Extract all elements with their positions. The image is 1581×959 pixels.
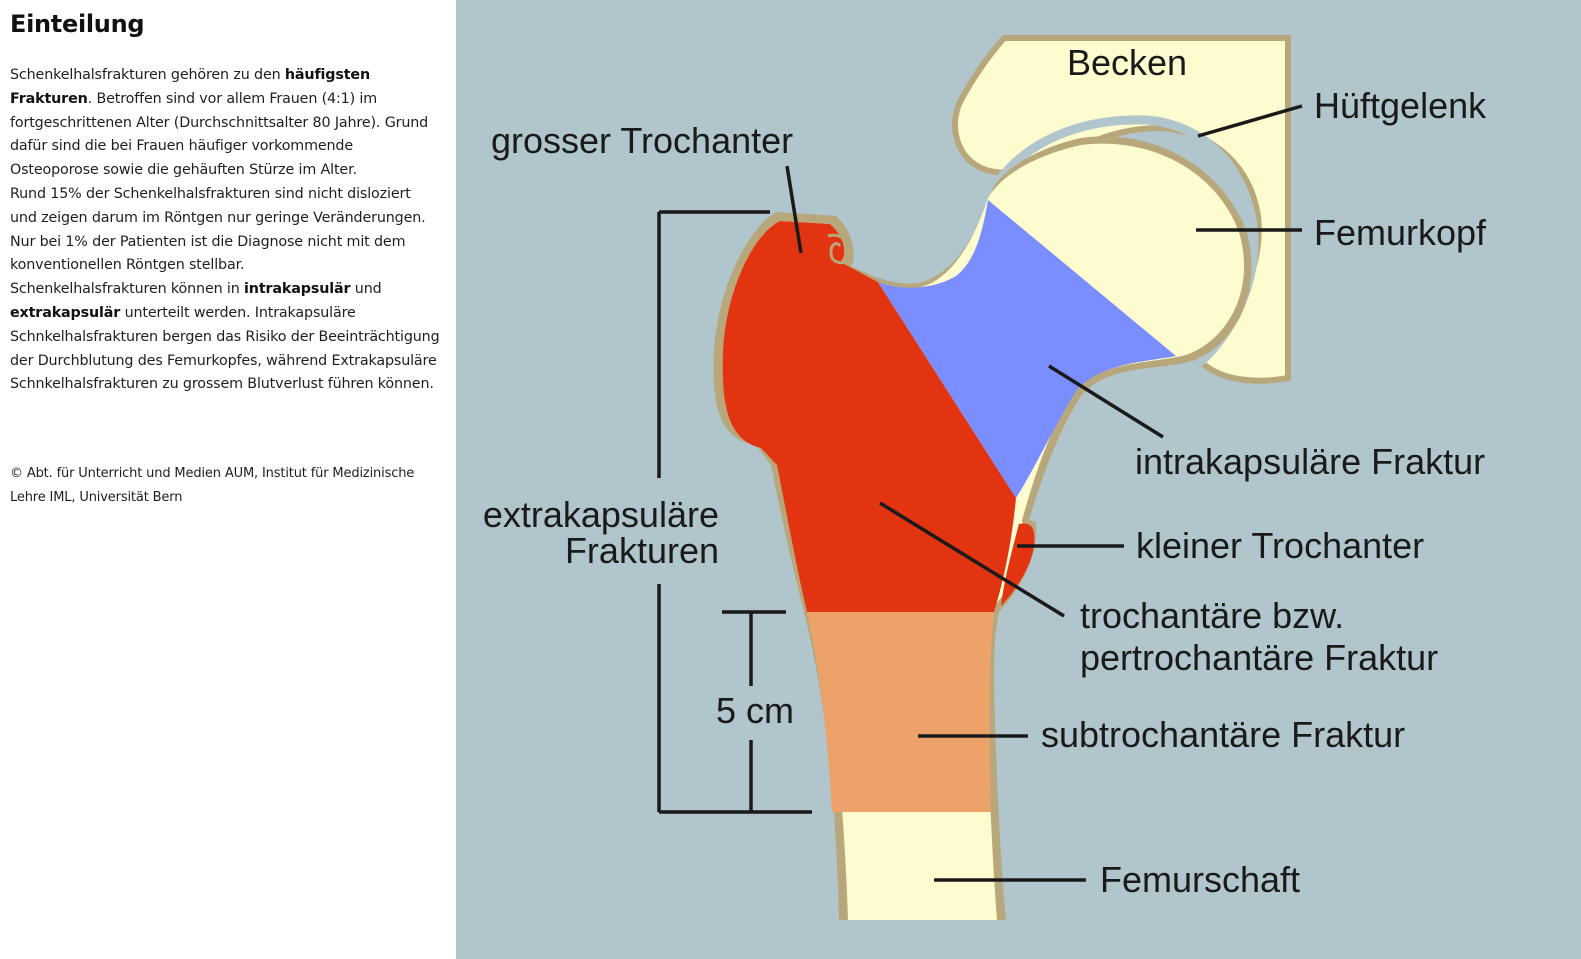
label-intrakapsulaere-fraktur: intrakapsuläre Fraktur: [1135, 441, 1485, 482]
subtrochanteric-fracture-zone: [807, 612, 994, 812]
copyright-notice: © Abt. für Unterricht und Medien AUM, In…: [10, 466, 415, 505]
extracapsular-bracket: [657, 210, 812, 814]
paragraph-text: Schenkelhalsfrakturen können in: [10, 281, 245, 298]
label-5-cm: 5 cm: [716, 690, 794, 731]
emphasis-text: häufigsten Frakturen: [10, 67, 370, 107]
section-heading: Einteilung: [10, 10, 145, 38]
label-subtrochantaere-fraktur: subtrochantäre Fraktur: [1041, 714, 1405, 755]
article-panel: Einteilung Schenkelhalsfrakturen gehören…: [0, 0, 456, 959]
leader-hueftgelenk: [1197, 104, 1303, 138]
emphasis-text: extrakapsulär: [10, 304, 121, 321]
paragraph-text: und: [350, 281, 382, 298]
greater-trochanter-hook: [827, 233, 851, 265]
paragraph-dislocation: Rund 15% der Schenkelhalsfrakturen sind …: [10, 183, 440, 278]
label-grosser-trochanter: grosser Trochanter: [491, 120, 793, 161]
lesser-trochanter-shape: [1001, 523, 1035, 606]
label-trochantaere: trochantäre bzw.: [1080, 595, 1344, 636]
paragraph-text: Rund 15% der Schenkelhalsfrakturen sind …: [10, 185, 426, 274]
paragraph-text: Schenkelhalsfrakturen gehören zu den: [10, 67, 285, 83]
label-hueftgelenk: Hüftgelenk: [1314, 85, 1487, 126]
leader-grosser-trochanter: [785, 165, 803, 254]
diagram-svg: Becken Hüftgelenk Femurkopf grosser Troc…: [456, 0, 1581, 959]
paragraph-classification: Schenkelhalsfrakturen können in intrakap…: [10, 278, 440, 397]
femur-fracture-diagram: Becken Hüftgelenk Femurkopf grosser Troc…: [456, 0, 1581, 959]
article-body: Schenkelhalsfrakturen gehören zu den häu…: [10, 64, 440, 397]
label-kleiner-trochanter: kleiner Trochanter: [1136, 525, 1424, 566]
leader-trochantaer: [879, 501, 1065, 618]
label-frakturen: Frakturen: [565, 530, 719, 571]
paragraph-text: . Betroffen sind vor allem Frauen (4:1) …: [10, 90, 429, 179]
paragraph-text: unterteilt werden. Intrakapsuläre Schnke…: [10, 304, 440, 393]
label-femurkopf: Femurkopf: [1314, 212, 1487, 253]
trochanteric-fracture-zone: [722, 221, 1016, 612]
label-femurschaft: Femurschaft: [1100, 859, 1300, 900]
intracapsular-fracture-zone: [878, 200, 1176, 498]
label-pertrochantaere: pertrochantäre Fraktur: [1080, 637, 1438, 678]
emphasis-text: intrakapsulär: [244, 281, 351, 298]
label-becken: Becken: [1067, 42, 1187, 83]
label-extrakapsulaere: extrakapsuläre: [483, 494, 719, 535]
five-cm-measure: [722, 610, 786, 812]
paragraph-frequency: Schenkelhalsfrakturen gehören zu den häu…: [10, 64, 440, 183]
leader-intrakapsulaer: [1048, 364, 1164, 439]
